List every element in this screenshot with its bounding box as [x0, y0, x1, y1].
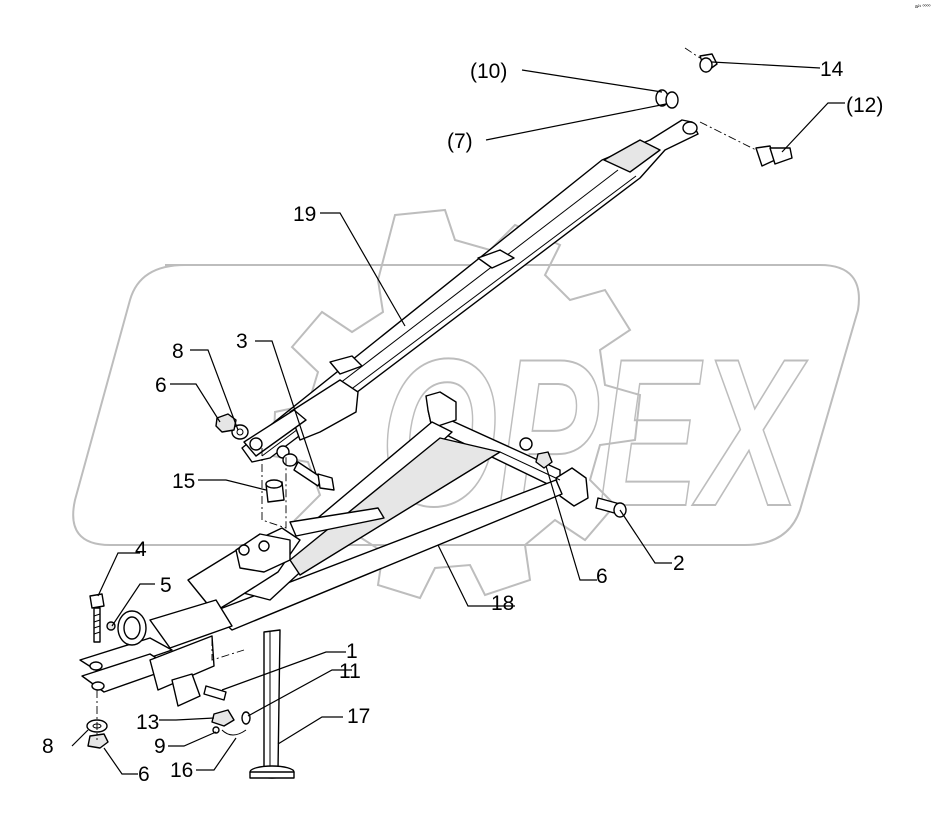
part-9-clip: [212, 726, 220, 734]
part-4-bolt: [89, 593, 105, 643]
part-1-bracket: [171, 673, 227, 707]
part-16-chain: [221, 729, 247, 736]
callout-8-top: 8: [172, 340, 184, 363]
callout-18: 18: [491, 592, 514, 615]
callout-2: 2: [673, 552, 685, 575]
part-10-washers: [655, 89, 679, 109]
leader-lines: [71, 61, 845, 775]
callout-7: (7): [447, 130, 473, 153]
part-8-washer-top: [231, 424, 249, 440]
part-14-bushing: [684, 47, 718, 73]
part-13-handle: [211, 709, 235, 727]
part-6-nut-top: [215, 413, 237, 433]
callout-11: 11: [339, 660, 361, 683]
callout-12: (12): [846, 94, 883, 117]
callout-labels: (10) 14 (12) (7) 19 8 3 6 15 2 6 18 4 5 …: [42, 58, 883, 786]
part-11-pin: [241, 711, 251, 725]
callout-15: 15: [172, 470, 195, 493]
part-6-nut-right: [519, 437, 553, 469]
drawbar: [79, 599, 245, 693]
part-6-nut-bottom: [87, 733, 109, 749]
callout-3: 3: [236, 330, 248, 353]
callout-6-right: 6: [596, 565, 608, 588]
callout-13: 13: [136, 711, 159, 734]
callout-17: 17: [347, 705, 370, 728]
callout-5: 5: [160, 574, 172, 597]
part-5-ring: [106, 610, 147, 646]
corner-code: a²¹ ⁰⁰⁰⁰: [915, 4, 931, 10]
callout-19: 19: [293, 203, 316, 226]
part-19-upper-arm: [241, 119, 699, 463]
callout-14: 14: [820, 58, 844, 81]
callout-8-bottom: 8: [42, 735, 54, 758]
part-15-bushing: [265, 479, 285, 503]
part-17-jack-stand: [249, 629, 295, 779]
callout-10: (10): [470, 60, 507, 83]
callout-16: 16: [170, 759, 193, 782]
part-12-pin: [699, 121, 793, 167]
callout-9: 9: [154, 735, 166, 758]
part-3-bolt: [282, 453, 335, 491]
callout-6-top: 6: [155, 374, 167, 397]
callout-1: 1: [346, 640, 358, 663]
callout-6-bottom: 6: [138, 763, 150, 786]
callout-4: 4: [135, 538, 147, 561]
